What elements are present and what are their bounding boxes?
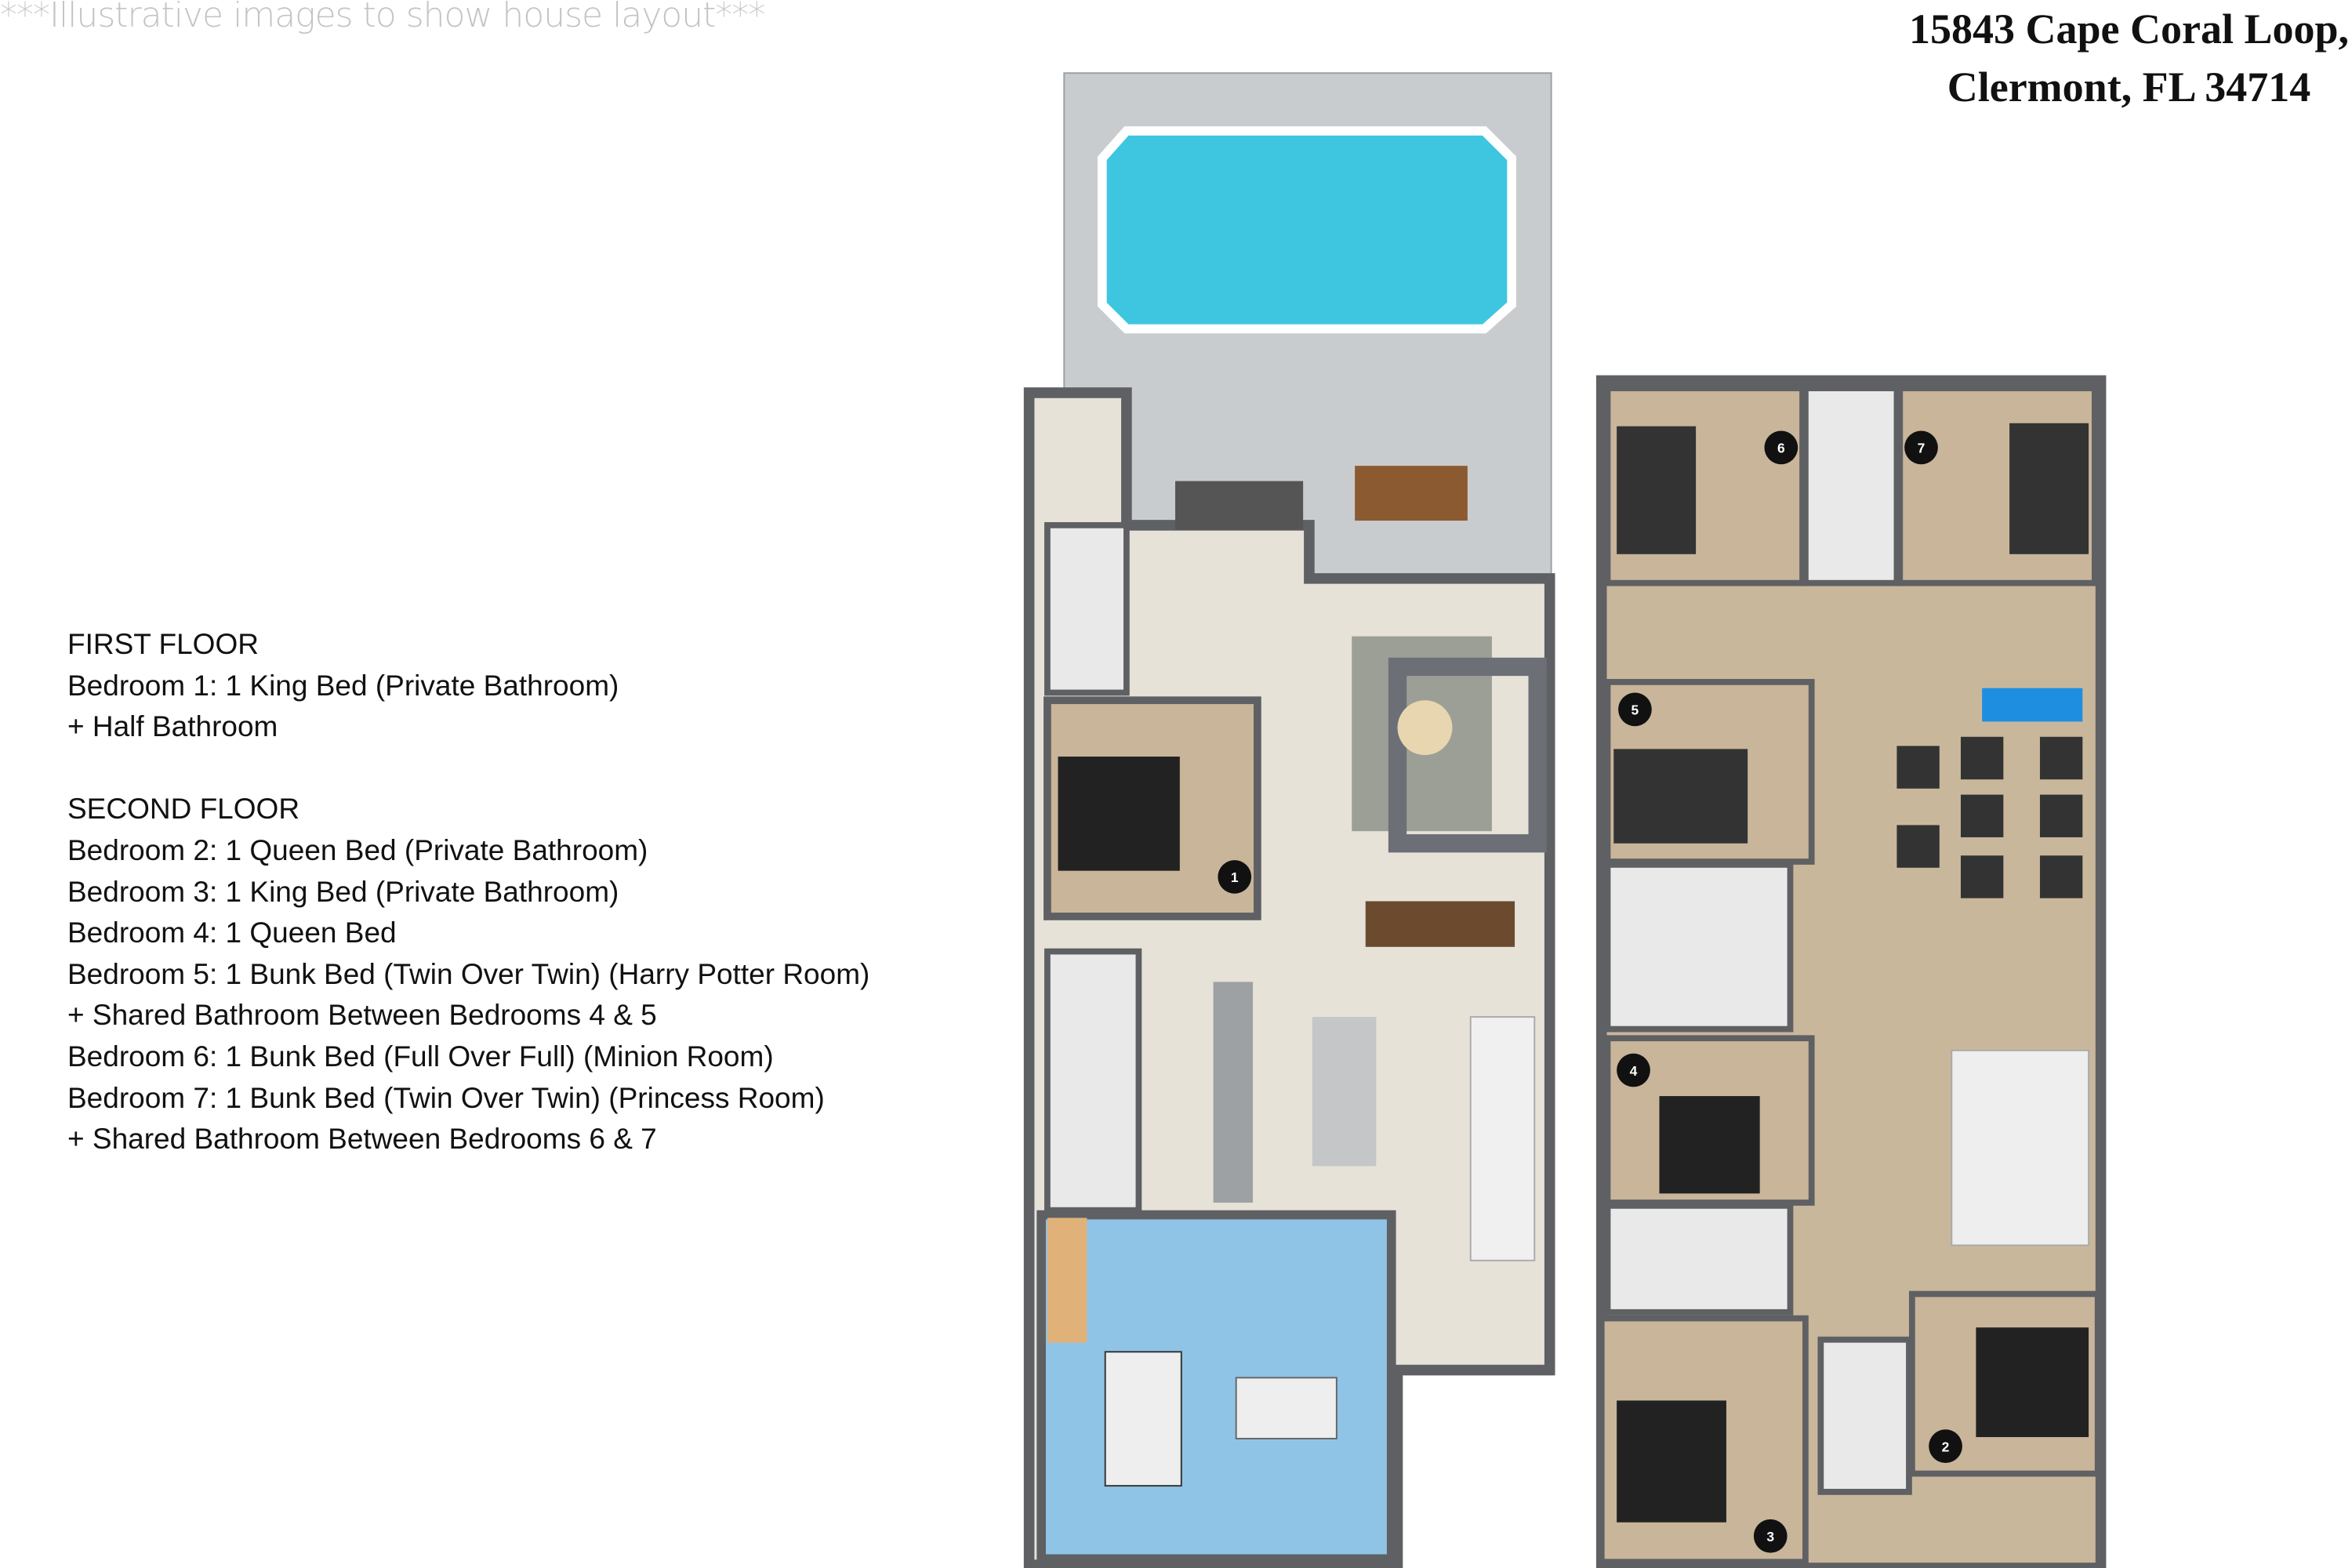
loft-tv: [1982, 688, 2083, 722]
bathroom-2: [1817, 1336, 1912, 1495]
room-list-item: + Shared Bathroom Between Bedrooms 4 & 5: [67, 999, 657, 1032]
patio-sofa: [1175, 481, 1304, 530]
kitchen-counter: [1213, 982, 1254, 1203]
sectional-sofa: [1388, 657, 1547, 853]
address-line-1: 15843 Cape Coral Loop,: [1908, 5, 2349, 53]
room-list-item: Bedroom 2: 1 Queen Bed (Private Bathroom…: [67, 833, 648, 866]
queen-bed-4: [1659, 1096, 1760, 1194]
dining-table: [1365, 901, 1515, 947]
bedroom-6-badge: 6: [1764, 430, 1798, 465]
bunk-bed-7: [2009, 423, 2089, 554]
room-list-item: + Shared Bathroom Between Bedrooms 6 & 7: [67, 1123, 657, 1156]
room-list-item: + Half Bathroom: [67, 710, 278, 743]
half-bathroom: [1044, 948, 1142, 1214]
bunk-bed-6: [1617, 426, 1697, 554]
bedroom-5-badge: 5: [1618, 692, 1652, 727]
shared-bathroom-4-5: [1604, 862, 1794, 1033]
bedroom-4-badge: 4: [1617, 1053, 1650, 1087]
bedroom-7-badge: 7: [1904, 430, 1938, 465]
bunk-bed-5: [1613, 749, 1748, 844]
staircase: [1469, 1016, 1536, 1261]
kitchen-island: [1312, 1017, 1377, 1167]
address-line-2: Clermont, FL 34714: [1947, 64, 2311, 111]
room-list-item: Bedroom 1: 1 King Bed (Private Bathroom): [67, 669, 619, 702]
king-bed-3: [1617, 1400, 1726, 1523]
bedroom-2-badge: 2: [1929, 1429, 1962, 1464]
svg-text:2: 2: [1942, 1439, 1950, 1454]
first-floor-plan: 1: [1023, 72, 1555, 1568]
second-floor-heading: SECOND FLOOR: [67, 793, 300, 826]
svg-text:3: 3: [1766, 1529, 1774, 1544]
room-list-item: Bedroom 3: 1 King Bed (Private Bathroom): [67, 875, 619, 908]
queen-bed-2: [1976, 1327, 2089, 1438]
room-list-item: Bedroom 6: 1 Bunk Bed (Full Over Full) (…: [67, 1040, 774, 1073]
svg-text:7: 7: [1918, 441, 1926, 456]
game-room: [1036, 1210, 1396, 1564]
svg-text:5: 5: [1632, 702, 1639, 718]
bathroom-3: [1604, 1202, 1794, 1316]
svg-text:1: 1: [1231, 869, 1239, 885]
illustrative-watermark: ***Illustrative images to show house lay…: [0, 0, 765, 35]
bedroom-3-badge: 3: [1753, 1519, 1788, 1553]
second-floor-plan: 6 7 5 4 2 3: [1595, 375, 2107, 1568]
first-floor-heading: FIRST FLOOR: [67, 628, 259, 660]
svg-text:4: 4: [1630, 1063, 1638, 1079]
room-list-item: Bedroom 4: 1 Queen Bed: [67, 916, 397, 949]
shared-bathroom-6-7: [1802, 385, 1900, 586]
foosball-table: [1235, 1377, 1338, 1439]
room-list-item: Bedroom 7: 1 Bunk Bed (Twin Over Twin) (…: [67, 1081, 825, 1114]
pool: [1098, 126, 1516, 334]
air-hockey-table: [1104, 1351, 1182, 1487]
coffee-table: [1397, 700, 1453, 756]
patio-table: [1355, 466, 1468, 521]
room-list-item: Bedroom 5: 1 Bunk Bed (Twin Over Twin) (…: [67, 957, 870, 990]
king-bed: [1058, 757, 1180, 871]
stair-opening: [1951, 1049, 2090, 1247]
bathroom-1: [1044, 522, 1130, 696]
desk: [1047, 1218, 1087, 1343]
svg-text:6: 6: [1777, 441, 1785, 456]
property-address: 15843 Cape Coral Loop, Clermont, FL 3471…: [1909, 0, 2349, 116]
loft-chairs: [1896, 736, 2083, 898]
bedroom-1-badge: 1: [1218, 860, 1252, 894]
room-list: FIRST FLOOR Bedroom 1: 1 King Bed (Priva…: [67, 624, 869, 1160]
